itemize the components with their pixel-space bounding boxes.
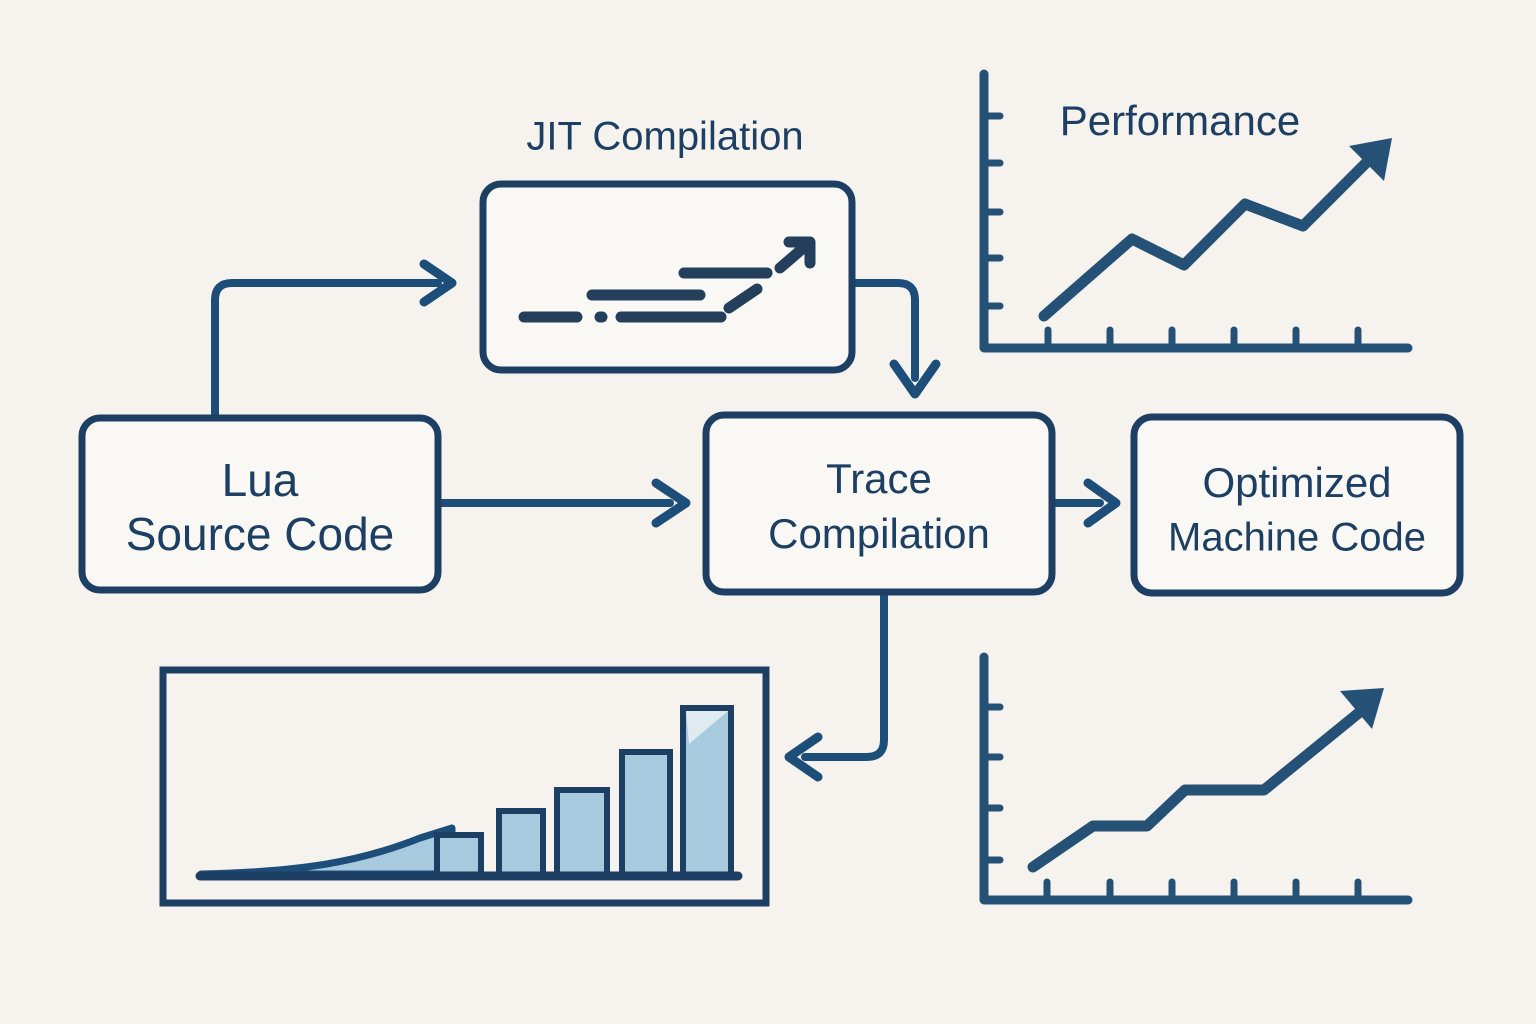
lua-source-code-line2: Source Code	[126, 508, 395, 560]
code-lines-icon	[518, 267, 773, 323]
optimized-machine-code-line1: Optimized	[1202, 459, 1391, 506]
growth-area-overlay	[197, 824, 456, 878]
trace-compilation-line1: Trace	[826, 455, 932, 502]
scaling-chart-line	[1027, 701, 1372, 873]
growth-bar-chart-frame	[159, 666, 770, 907]
scaling-chart-arrowhead	[1340, 688, 1384, 729]
growth-bar-chart	[159, 666, 770, 907]
trace-compilation-line2: Compilation	[768, 510, 990, 557]
performance-chart-arrowhead	[1349, 138, 1392, 181]
performance-line-chart: Performance	[979, 69, 1413, 353]
edge-trace-to-chart	[784, 588, 888, 782]
scaling-chart-axes	[979, 652, 1413, 905]
performance-chart-y-ticks	[980, 112, 1004, 310]
growth-bar-chart-bars	[434, 705, 734, 878]
lua-source-code-box[interactable]	[78, 414, 442, 594]
bar-4	[619, 749, 673, 878]
jit-compilation-box[interactable]	[479, 180, 856, 374]
performance-chart-line	[1038, 148, 1381, 322]
node-optimized-machine-code[interactable]: Optimized Machine Code	[1130, 413, 1464, 597]
connector-layer	[211, 259, 1121, 782]
node-lua-source-code[interactable]: Lua Source Code	[78, 414, 442, 594]
bar-5-highlight	[686, 711, 728, 744]
rising-arrow-icon	[774, 236, 816, 274]
optimized-machine-code-box[interactable]	[1130, 413, 1464, 597]
bar-2	[496, 808, 546, 878]
bar-1	[434, 832, 484, 878]
lua-source-code-line1: Lua	[222, 454, 299, 506]
scaling-line-chart	[979, 652, 1413, 905]
edge-lua-to-jit	[211, 259, 457, 422]
bar-3	[554, 787, 610, 878]
edge-lua-to-trace	[434, 478, 691, 528]
node-jit-compilation[interactable]: JIT Compilation	[479, 115, 856, 374]
trace-compilation-box[interactable]	[702, 411, 1056, 596]
edge-trace-to-optimized	[1048, 478, 1121, 528]
scaling-chart-y-ticks	[980, 703, 1004, 864]
node-trace-compilation[interactable]: Trace Compilation	[702, 411, 1056, 596]
performance-chart-title: Performance	[1060, 97, 1300, 144]
scaling-chart-x-ticks	[1043, 878, 1362, 904]
optimized-machine-code-line2: Machine Code	[1168, 516, 1426, 560]
edge-jit-to-trace	[848, 279, 941, 399]
jit-compilation-caption: JIT Compilation	[526, 115, 803, 159]
performance-chart-x-ticks	[1044, 326, 1362, 352]
